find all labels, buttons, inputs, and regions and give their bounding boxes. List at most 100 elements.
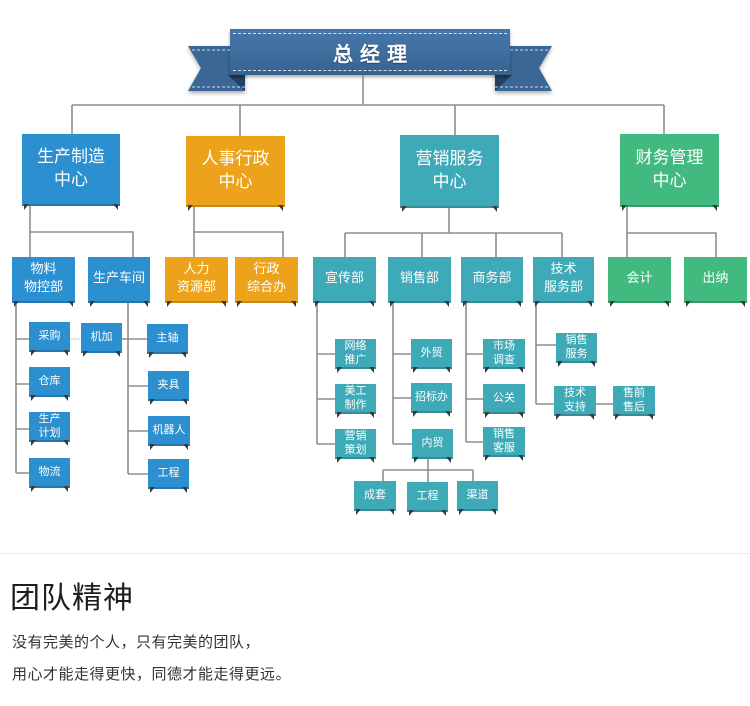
unit-engineering: 工程: [148, 459, 189, 493]
fold-corner: [150, 444, 155, 450]
section-text-line-2: 用心才能走得更快，同德才能走得更远。: [12, 665, 292, 683]
fold-corner: [182, 487, 187, 493]
fold-corner: [610, 301, 615, 307]
fold-corner: [182, 399, 187, 405]
connector-production: [29, 206, 134, 257]
unit-spindle: 主轴: [147, 324, 188, 358]
unit-online-promotion: 网络 推广: [335, 339, 376, 373]
connector-root: [71, 75, 665, 136]
connector-tech-service: [535, 303, 613, 405]
fold-corner: [143, 301, 148, 307]
fold-corner: [167, 301, 172, 307]
connector-domestic: [382, 459, 474, 482]
fold-corner: [712, 205, 717, 211]
unit-warehouse: 仓库: [29, 367, 70, 401]
fold-corner: [463, 301, 468, 307]
fold-corner: [31, 395, 36, 401]
fold-corner: [356, 509, 361, 515]
fold-corner: [589, 414, 594, 420]
unit-market-research: 市场 调查: [483, 339, 525, 373]
fold-corner: [441, 510, 446, 516]
fold-corner: [291, 301, 296, 307]
dept-workshop: 生产车间: [88, 257, 150, 307]
fold-corner: [413, 367, 418, 373]
fold-corner: [63, 486, 68, 492]
connector-business: [465, 303, 483, 443]
fold-corner: [369, 367, 374, 373]
fold-corner: [113, 204, 118, 210]
fold-corner: [686, 301, 691, 307]
fold-corner: [648, 414, 653, 420]
dept-accounting: 会计: [608, 257, 671, 307]
fold-corner: [413, 411, 418, 417]
section-divider: [0, 553, 750, 554]
section-title: 团队精神: [10, 581, 134, 616]
fold-corner: [535, 301, 540, 307]
fold-corner: [622, 205, 627, 211]
fold-corner: [445, 367, 450, 373]
dept-human-resources: 人力 资源部: [165, 257, 228, 307]
unit-bidding-office: 招标办: [411, 383, 452, 417]
fold-corner: [518, 367, 523, 373]
fold-corner: [558, 361, 563, 367]
connector-hr: [193, 207, 284, 257]
fold-corner: [518, 455, 523, 461]
unit-robotics: 机器人: [148, 416, 190, 450]
root-node-general-manager: 总经理: [230, 29, 510, 75]
fold-corner: [31, 486, 36, 492]
fold-corner: [409, 510, 414, 516]
dept-admin-office: 行政 综合办: [235, 257, 298, 307]
fold-corner: [491, 509, 496, 515]
unit-production-planning: 生产 计划: [29, 412, 70, 446]
fold-corner: [149, 352, 154, 358]
unit-art-design: 美工 制作: [335, 384, 376, 418]
fold-corner: [63, 350, 68, 356]
section-text-line-1: 没有完美的个人，只有完美的团队，: [12, 633, 261, 651]
fold-corner: [183, 444, 188, 450]
unit-marketing-planning: 营销 策划: [335, 429, 376, 463]
dept-sales: 销售部: [388, 257, 451, 307]
fold-corner: [31, 350, 36, 356]
connector-publicity: [316, 303, 335, 445]
fold-corner: [444, 301, 449, 307]
fold-corner: [402, 206, 407, 212]
fold-corner: [556, 414, 561, 420]
fold-corner: [14, 301, 19, 307]
fold-corner: [516, 301, 521, 307]
root-node-label: 总经理: [333, 41, 414, 66]
fold-corner: [150, 487, 155, 493]
fold-corner: [337, 412, 342, 418]
unit-channels: 渠道: [457, 481, 498, 515]
connector-materials: [15, 303, 29, 474]
unit-logistics: 物流: [29, 458, 70, 492]
fold-corner: [337, 457, 342, 463]
fold-corner: [24, 204, 29, 210]
fold-corner: [485, 455, 490, 461]
dept-cashier: 出纳: [684, 257, 747, 307]
connector-lines: [15, 75, 717, 482]
fold-corner: [150, 399, 155, 405]
connector-finance: [626, 207, 717, 258]
unit-foreign-trade: 外贸: [411, 339, 452, 373]
fold-corner: [369, 457, 374, 463]
fold-corner: [315, 301, 320, 307]
connector-sales: [392, 303, 412, 445]
fold-corner: [664, 301, 669, 307]
ribbon-stitches: [192, 49, 548, 88]
dept-business: 商务部: [461, 257, 523, 307]
connector-marketing: [344, 208, 563, 258]
fold-corner: [445, 411, 450, 417]
fold-corner: [115, 351, 120, 357]
fold-corner: [587, 301, 592, 307]
fold-corner: [389, 509, 394, 515]
fold-corner: [615, 414, 620, 420]
dept-publicity: 宣传部: [313, 257, 376, 307]
fold-corner: [390, 301, 395, 307]
fold-corner: [740, 301, 745, 307]
unit-purchasing: 采购: [29, 322, 70, 356]
unit-machining: 机加: [81, 323, 122, 357]
fold-corner: [68, 301, 73, 307]
dept-tech-service: 技术 服务部: [533, 257, 594, 307]
unit-complete-sets: 成套: [354, 481, 396, 515]
